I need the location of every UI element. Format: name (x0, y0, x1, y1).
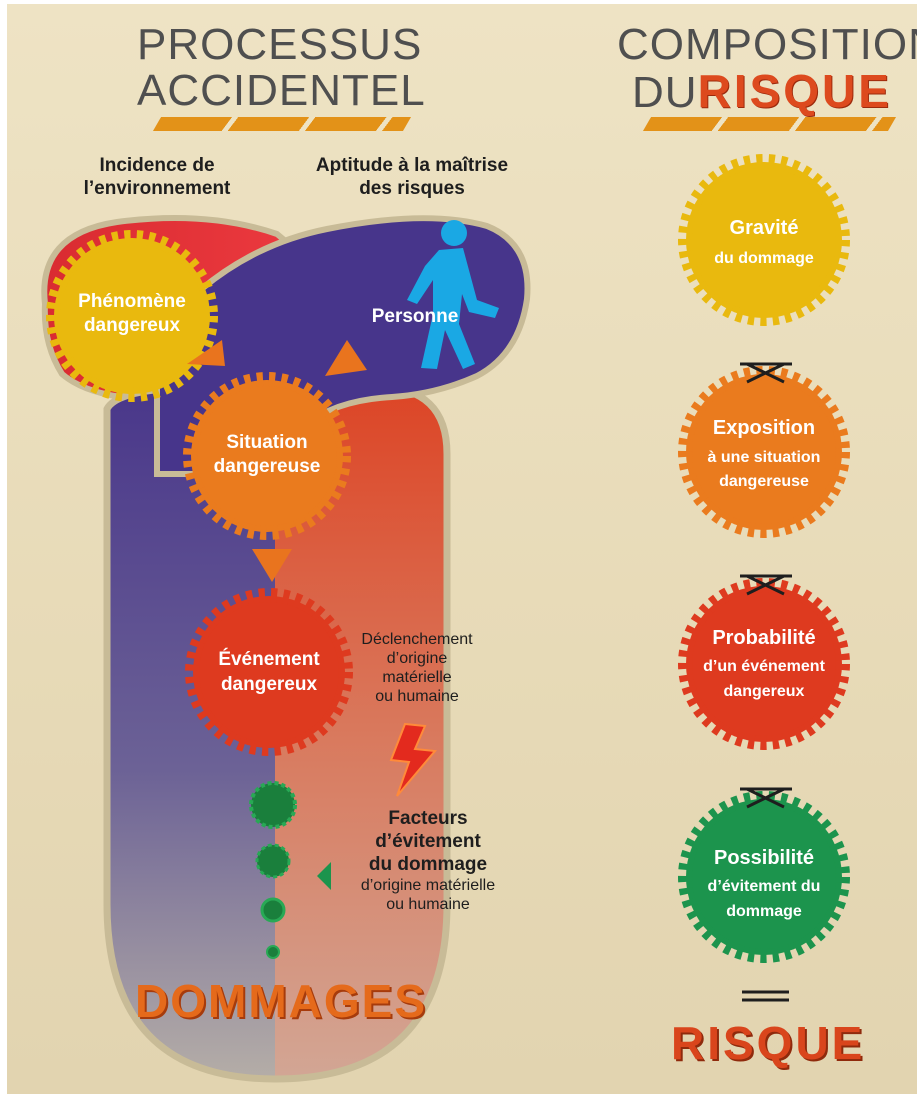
evenement-line2: dangereux (221, 674, 318, 695)
declenchement-note: Déclenchement d’origine matérielle ou hu… (347, 630, 487, 706)
possibilite-line1: Possibilité (714, 847, 814, 869)
right-title-line2: DURISQUE (617, 68, 907, 116)
exposition-gear (678, 366, 850, 538)
exposition-line3: dangereuse (719, 473, 809, 490)
facteurs-line2: d’évitement (375, 831, 481, 852)
possibilite-gear (678, 791, 850, 963)
declenchement-line1: Déclenchement (361, 631, 473, 648)
phenomene-gear (46, 230, 218, 402)
multiply-icon (740, 362, 792, 809)
left-title-line2: ACCIDENTEL (137, 66, 426, 115)
exposition-line2: à une situation (708, 449, 821, 466)
gravite-line1: Gravité (730, 217, 799, 239)
person-icon (407, 220, 499, 369)
possibilite-line2: d’évitement du (708, 878, 821, 895)
lightning-icon (389, 722, 437, 797)
dommages-word: DOMMAGES (135, 975, 427, 1027)
incidence-line1: Incidence de (99, 155, 215, 176)
situation-line2: dangereuse (214, 456, 321, 477)
left-title: PROCESSUS ACCIDENTEL (137, 20, 426, 115)
probabilite-line2: d’un événement (703, 658, 825, 675)
declenchement-line3: matérielle (382, 669, 452, 686)
right-title-prefix: DU (632, 68, 698, 117)
arrow-phenomene (187, 340, 225, 366)
phenomene-line2: dangereux (84, 315, 181, 336)
process-diagram: Phénomène dangereux Personne Situation d… (41, 154, 850, 1083)
right-title: COMPOSITION DURISQUE (617, 20, 917, 116)
facteurs-line1: Facteurs (388, 808, 468, 829)
evenement-gear (185, 588, 353, 756)
arrow-situation (252, 549, 292, 582)
incidence-line2: l’environnement (83, 178, 231, 199)
declenchement-line4: ou humaine (375, 688, 459, 705)
declenchement-line2: d’origine (386, 650, 448, 667)
facteurs-sub2: ou humaine (386, 896, 470, 913)
probabilite-line1: Probabilité (712, 627, 815, 649)
facteurs-note: Facteurs d’évitement du dommage d’origin… (333, 807, 523, 914)
facteurs-sub1: d’origine matérielle (360, 877, 496, 894)
avoidance-arrow (317, 862, 331, 890)
probabilite-line3: dangereux (724, 683, 805, 700)
incidence-label: Incidence de l’environnement (47, 154, 267, 200)
left-title-line1: PROCESSUS (137, 20, 423, 69)
risque-word: RISQUE (671, 1017, 866, 1069)
exposition-line1: Exposition (713, 417, 815, 439)
aptitude-line1: Aptitude à la maîtrise (315, 155, 509, 176)
gravite-line2: du dommage (714, 250, 814, 267)
situation-line1: Situation (226, 432, 307, 453)
evenement-line1: Événement (218, 648, 320, 670)
probabilite-gear (678, 578, 850, 750)
avoidance-circles (249, 781, 297, 959)
arrow-personne (325, 340, 367, 376)
gravite-gear (678, 154, 850, 326)
right-title-accent: RISQUE (697, 65, 892, 117)
facteurs-line3: du dommage (368, 854, 488, 875)
aptitude-line2: des risques (359, 178, 465, 199)
aptitude-label: Aptitude à la maîtrise des risques (292, 154, 532, 200)
situation-gear (183, 372, 351, 540)
personne-label: Personne (372, 306, 459, 327)
phenomene-line1: Phénomène (78, 291, 186, 312)
possibilite-line3: dommage (726, 903, 802, 920)
right-title-line1: COMPOSITION (617, 20, 917, 69)
equals-icon (742, 990, 789, 1002)
diagram-canvas: PROCESSUS ACCIDENTEL COMPOSITION DURISQU… (7, 4, 917, 1094)
